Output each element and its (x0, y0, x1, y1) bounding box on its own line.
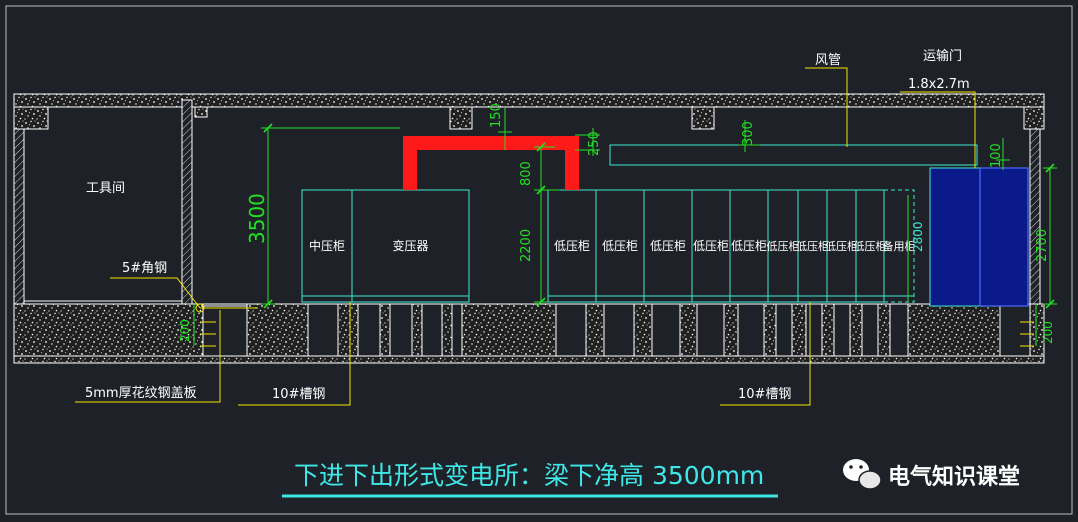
door-size-label: 1.8x2.7m (908, 77, 970, 92)
trench-slot (421, 303, 443, 357)
trench-slot (861, 303, 879, 357)
trench-slot (603, 303, 635, 357)
drawing-title: 下进下出形式变电所：梁下净高 3500mm (294, 461, 764, 490)
cable-trenches (307, 303, 909, 357)
tool-room-label: 工具间 (86, 181, 125, 196)
trench-slot (775, 303, 793, 357)
dimensions (193, 108, 1057, 346)
dim-spare-height: 2800 (911, 221, 925, 252)
busbar-bridge (403, 136, 579, 190)
cabinet-label-0: 中压柜 (309, 238, 345, 253)
right-wall (1029, 128, 1041, 305)
cabinet-label-5: 低压柜 (693, 239, 729, 253)
leader-lines (75, 67, 1034, 406)
trench-slot (357, 303, 381, 357)
dim-cabinet-height: 2200 (519, 229, 534, 262)
dimension-ticks (263, 123, 1055, 309)
trench-slot (555, 303, 587, 357)
dim-trench-right: 200 (1041, 321, 1055, 344)
trench-slot (307, 303, 339, 357)
dim-trench-left: 200 (178, 319, 192, 342)
trench-slot (833, 303, 851, 357)
dim-clear-height: 3500 (245, 193, 269, 244)
watermark: 电气知识课堂 (843, 459, 1020, 490)
cabinet-label-4: 低压柜 (650, 239, 686, 253)
cabinet-11 (883, 189, 915, 303)
cabinet-label-10: 低压柜 (854, 240, 887, 253)
cabinet-label-8: 低压柜 (796, 240, 829, 253)
trench-slot (389, 303, 413, 357)
channel-right-label: 10#槽钢 (738, 387, 791, 402)
air-duct (609, 144, 978, 166)
channel-left-label: 10#槽钢 (272, 387, 325, 402)
trench-slot (805, 303, 823, 357)
angle-steel-label: 5#角钢 (122, 261, 167, 276)
switchgear-lineup: 中压柜变压器低压柜低压柜低压柜低压柜低压柜低压柜低压柜低压柜低压柜备用柜 (301, 189, 916, 303)
cabinet-label-9: 低压柜 (825, 240, 858, 253)
plate-label: 5mm厚花纹钢盖板 (85, 385, 197, 401)
trench-slot (651, 303, 681, 357)
wechat-icon (843, 459, 882, 490)
dim-door-top: 100 (989, 143, 1004, 168)
dim-bus-width: 250 (587, 131, 602, 156)
cabinet-label-3: 低压柜 (602, 239, 638, 253)
door-label: 运输门 (923, 48, 962, 64)
trench-slot (451, 303, 463, 357)
dim-bus-top: 150 (489, 103, 504, 128)
dim-bus-gap: 800 (519, 161, 534, 186)
duct-label: 风管 (815, 53, 841, 68)
trench-left (202, 303, 1031, 357)
dim-door-height: 2700 (1035, 229, 1050, 262)
cabinet-label-2: 低压柜 (554, 239, 590, 253)
dim-duct-height: 300 (741, 121, 756, 146)
ceiling-slab (13, 93, 1045, 130)
transport-door (929, 167, 1029, 307)
cabinet-label-1: 变压器 (392, 238, 428, 253)
drawing-frame (5, 5, 1073, 515)
cabinet-label-7: 低压柜 (767, 240, 800, 253)
cabinet-label-11: 备用柜 (883, 239, 916, 253)
trench-slot (737, 303, 765, 357)
trench-slot (696, 303, 725, 357)
watermark-text: 电气知识课堂 (888, 464, 1020, 490)
trench-slot (889, 303, 909, 357)
cabinet-label-6: 低压柜 (731, 239, 767, 253)
